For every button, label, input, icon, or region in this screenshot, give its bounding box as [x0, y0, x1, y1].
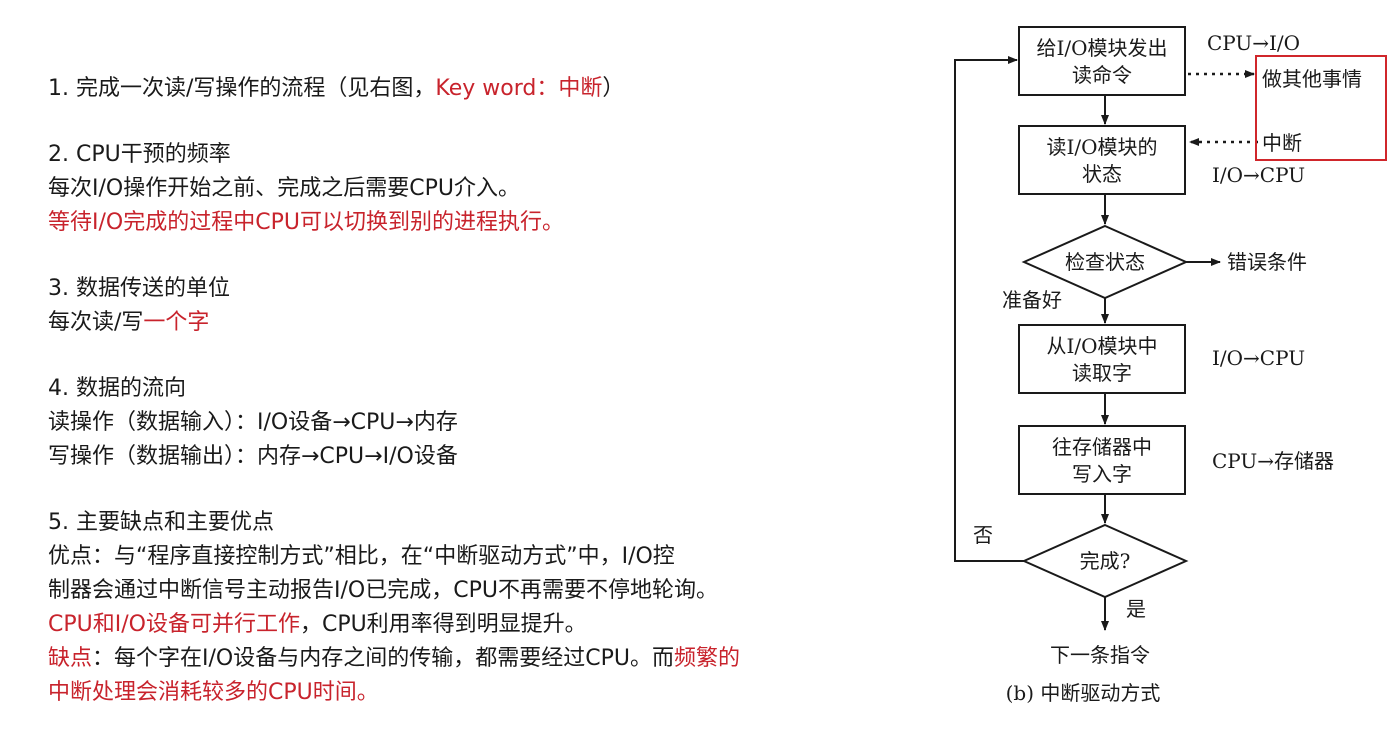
section-1-suffix: ）	[602, 76, 625, 101]
section-5-adv3: CPU和I/O设备可并行工作，CPU利用率得到明显提升。	[48, 608, 928, 642]
note-cpu-to-memory: CPU→存储器	[1212, 449, 1334, 473]
diamond1-label: 检查状态	[1065, 250, 1145, 274]
section-5-adv3-text: ，CPU利用率得到明显提升。	[299, 612, 587, 637]
section-4-read: 读操作（数据输入）：I/O设备→CPU→内存	[48, 410, 458, 435]
box-issue-read-command	[1018, 26, 1186, 96]
section-2-line1: 每次I/O操作开始之前、完成之后需要CPU介入。	[48, 176, 520, 201]
section-5-dis1-highlight: 频繁的	[673, 646, 740, 671]
box2-line2: 状态	[1082, 162, 1122, 186]
label-yes: 是	[1126, 597, 1146, 621]
box1-line2: 读命令	[1072, 63, 1132, 87]
section-5: 5. 主要缺点和主要优点 优点：与“程序直接控制方式”相比，在“中断驱动方式”中…	[48, 506, 928, 710]
section-4-write: 写操作（数据输出）：内存→CPU→I/O设备	[48, 444, 458, 469]
section-3-title: 3. 数据传送的单位	[48, 276, 230, 301]
box-read-word	[1018, 324, 1186, 394]
label-other-work: 做其他事情	[1262, 67, 1362, 91]
section-5-dis1: 缺点：每个字在I/O设备与内存之间的传输，都需要经过CPU。而频繁的	[48, 642, 928, 676]
box4-line1: 往存储器中	[1052, 435, 1152, 459]
diagram-caption: (b) 中断驱动方式	[1006, 681, 1161, 705]
box2-line1: 读I/O模块的	[1046, 135, 1157, 159]
section-5-dis-label: 缺点	[48, 646, 93, 671]
section-3-text: 每次读/写	[48, 310, 144, 335]
section-3-body: 每次读/写一个字	[48, 306, 928, 340]
interrupt-driven-flowchart: 给I/O模块发出 读命令 读I/O模块的 状态 检查状态 从I/O模块中 读取字…	[954, 26, 1387, 705]
section-5-title: 5. 主要缺点和主要优点	[48, 510, 274, 535]
section-3: 3. 数据传送的单位 每次读/写一个字	[48, 272, 928, 340]
box-read-status	[1018, 125, 1186, 195]
section-1-keyword: Key word：中断	[435, 76, 603, 101]
loop-back-line	[954, 56, 1024, 562]
box4-line2: 写入字	[1072, 462, 1132, 486]
section-3-highlight: 一个字	[143, 310, 210, 335]
note-cpu-to-io: CPU→I/O	[1207, 31, 1300, 55]
section-1-text: 1. 完成一次读/写操作的流程（见右图，	[48, 76, 436, 101]
highlight-box	[1255, 55, 1387, 161]
section-4: 4. 数据的流向 读操作（数据输入）：I/O设备→CPU→内存 写操作（数据输出…	[48, 372, 928, 474]
box3-line1: 从I/O模块中	[1046, 334, 1157, 358]
section-5-adv2: 制器会通过中断信号主动报告I/O已完成，CPU不再需要不停地轮询。	[48, 578, 718, 603]
box-write-word	[1018, 425, 1186, 495]
section-5-adv1: 优点：与“程序直接控制方式”相比，在“中断驱动方式”中，I/O控	[48, 544, 675, 569]
section-4-title: 4. 数据的流向	[48, 376, 186, 401]
label-no: 否	[973, 523, 993, 547]
section-2: 2. CPU干预的频率 每次I/O操作开始之前、完成之后需要CPU介入。 等待I…	[48, 138, 928, 240]
diamond2-label: 完成?	[1080, 549, 1131, 573]
section-1: 1. 完成一次读/写操作的流程（见右图，Key word：中断）	[48, 72, 928, 106]
next-instruction: 下一条指令	[1050, 643, 1150, 667]
section-5-adv3-highlight: CPU和I/O设备可并行工作	[48, 612, 300, 637]
notes-panel: 1. 完成一次读/写操作的流程（见右图，Key word：中断） 2. CPU干…	[48, 72, 928, 742]
label-error: 错误条件	[1227, 250, 1307, 274]
box3-line2: 读取字	[1072, 361, 1132, 385]
note-io-to-cpu-1: I/O→CPU	[1212, 163, 1305, 187]
section-5-dis1-text: ：每个字在I/O设备与内存之间的传输，都需要经过CPU。而	[92, 646, 674, 671]
label-interrupt: 中断	[1262, 131, 1302, 155]
section-2-line2: 等待I/O完成的过程中CPU可以切换到别的进程执行。	[48, 210, 564, 235]
section-2-title: 2. CPU干预的频率	[48, 142, 231, 167]
label-ready: 准备好	[1002, 288, 1062, 312]
box1-line1: 给I/O模块发出	[1036, 36, 1167, 60]
note-io-to-cpu-2: I/O→CPU	[1212, 346, 1305, 370]
section-5-dis2: 中断处理会消耗较多的CPU时间。	[48, 680, 379, 705]
